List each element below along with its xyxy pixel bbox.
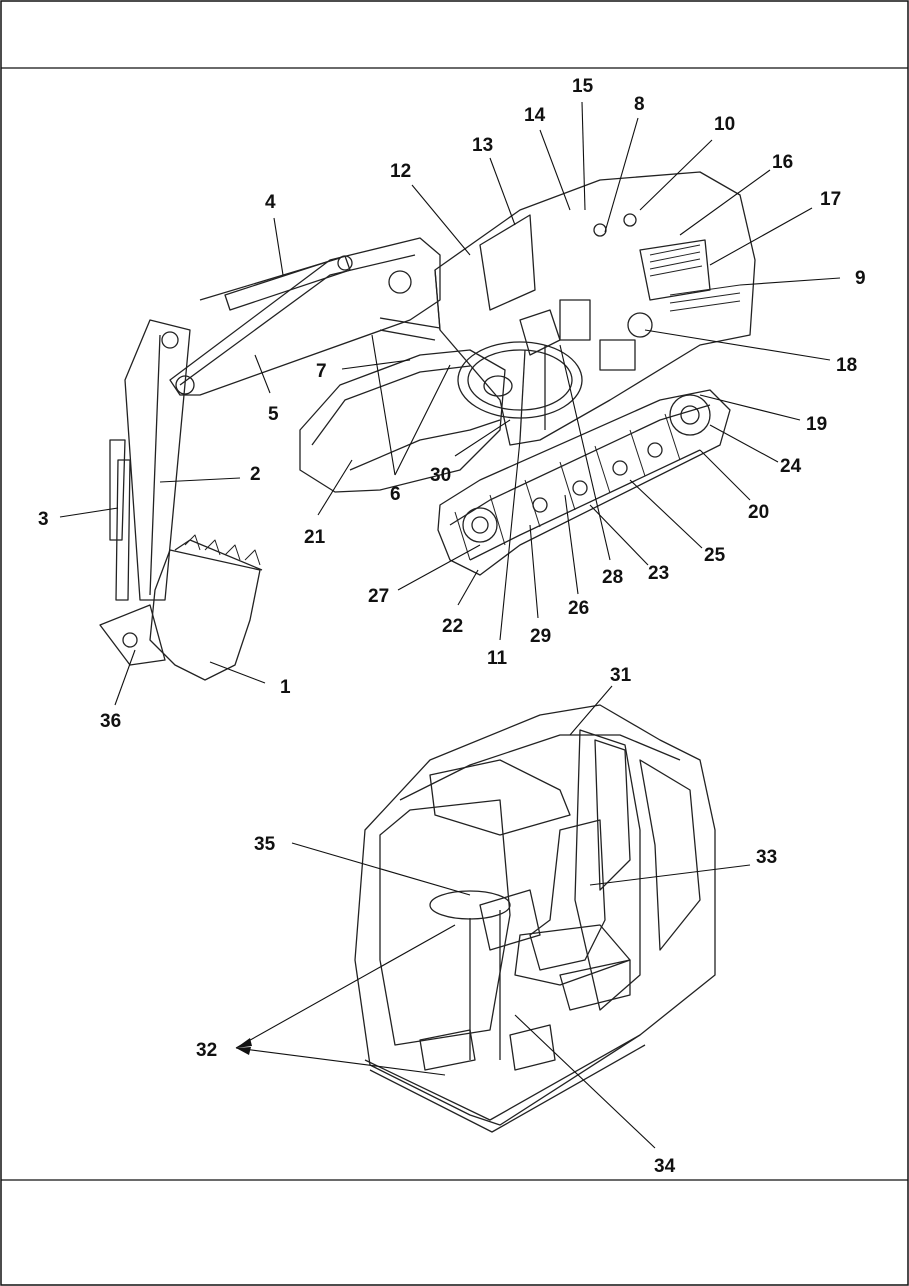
- callout-15: 15: [572, 76, 594, 97]
- leader-lines: [59, 101, 841, 1149]
- callout-27: 27: [368, 586, 389, 607]
- callout-34: 34: [654, 1156, 676, 1177]
- callout-25: 25: [704, 545, 726, 566]
- callout-20: 20: [748, 502, 769, 523]
- callout-10: 10: [714, 114, 735, 135]
- rear-track: [299, 349, 506, 493]
- callout-12: 12: [390, 161, 411, 182]
- callout-22: 22: [442, 616, 463, 637]
- callout-7: 7: [316, 361, 327, 382]
- callout-11: 11: [487, 648, 508, 669]
- callout-9: 9: [855, 268, 866, 289]
- slewing-ring: [457, 341, 583, 419]
- callout-2: 2: [250, 464, 261, 485]
- cab-roof-window: [429, 759, 571, 836]
- callout-4: 4: [265, 192, 276, 213]
- bucket-cylinder: [109, 439, 131, 601]
- cab-door: [574, 729, 641, 1011]
- arrowheads: [236, 1038, 252, 1055]
- callout-17: 17: [820, 189, 841, 210]
- front-track: [437, 389, 731, 576]
- cab-front-window: [379, 799, 511, 1046]
- callout-23: 23: [648, 563, 669, 584]
- callout-labels: 1 2 3 4 5 6 7 8 9 10 11 12 13 14 15 16 1…: [38, 76, 866, 1177]
- callout-21: 21: [304, 527, 326, 548]
- boom-cylinder: [224, 255, 441, 341]
- callout-19: 19: [806, 414, 827, 435]
- callout-31: 31: [610, 665, 632, 686]
- callout-3: 3: [38, 509, 49, 530]
- bucket: [99, 534, 263, 681]
- callout-35: 35: [254, 834, 276, 855]
- callout-26: 26: [568, 598, 589, 619]
- callout-33: 33: [756, 847, 777, 868]
- callout-16: 16: [772, 152, 793, 173]
- callout-28: 28: [602, 567, 623, 588]
- operator-cab-illustration: [354, 704, 716, 1133]
- upper-structure: [434, 171, 756, 446]
- boom: [169, 237, 441, 396]
- callout-6: 6: [390, 484, 401, 505]
- excavator-illustration: [99, 171, 756, 681]
- cab-shell: [354, 704, 716, 1126]
- callout-30: 30: [430, 465, 451, 486]
- operator-seat: [529, 819, 606, 971]
- arm: [124, 319, 191, 601]
- callout-18: 18: [836, 355, 857, 376]
- callout-36: 36: [100, 711, 121, 732]
- callout-29: 29: [530, 626, 551, 647]
- callout-1: 1: [280, 677, 291, 698]
- callout-14: 14: [524, 105, 546, 126]
- callout-13: 13: [472, 135, 493, 156]
- callout-24: 24: [780, 456, 802, 477]
- callout-5: 5: [268, 404, 279, 425]
- callout-8: 8: [634, 94, 645, 115]
- callout-32: 32: [196, 1040, 217, 1061]
